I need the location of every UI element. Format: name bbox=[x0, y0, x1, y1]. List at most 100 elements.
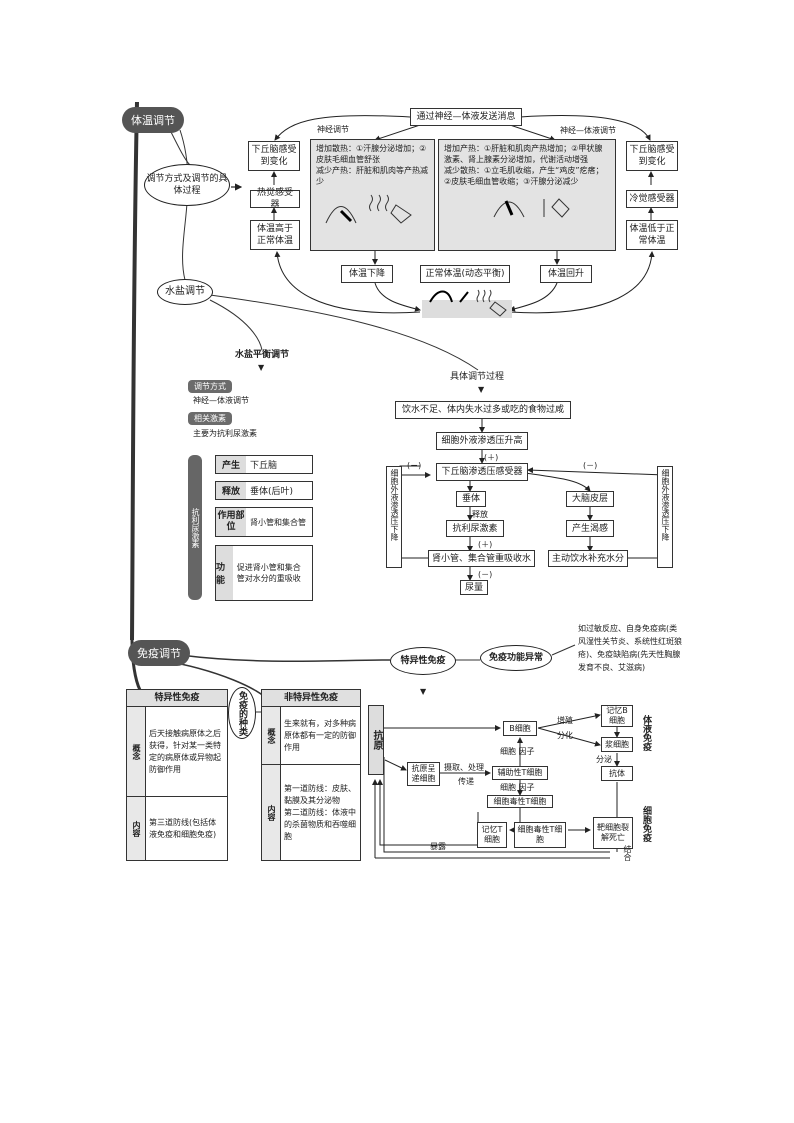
right-feedback-text: 细胞外液渗透压下降 bbox=[661, 469, 670, 541]
drink-box: 主动饮水补充水分 bbox=[548, 550, 628, 567]
adh-row-label: 功能 bbox=[216, 546, 233, 600]
temp-regulation-node: 体温调节 bbox=[122, 107, 184, 133]
skin-cold-icon bbox=[444, 189, 610, 219]
temp-up-box: 体温回升 bbox=[540, 265, 592, 283]
plus-label-2: (＋) bbox=[478, 540, 493, 549]
nonspecific-concept-text: 生来就有，对多种病原体都有一定的防御作用 bbox=[280, 706, 361, 765]
transfer-label: 传递 bbox=[458, 777, 474, 786]
adh-row-target: 作用部位 肾小管和集合管 bbox=[215, 507, 313, 537]
nonspecific-table-header: 非特异性免疫 bbox=[261, 689, 361, 707]
osmotic-rise-box: 细胞外液渗透压升高 bbox=[436, 432, 528, 450]
urine-box: 尿量 bbox=[460, 580, 488, 595]
release-label: 释放 bbox=[472, 510, 488, 519]
immune-regulation-node: 免疫调节 bbox=[128, 640, 190, 666]
cytokine-label-2: 细胞 因子 bbox=[500, 783, 535, 792]
hormone-value: 主要为抗利尿激素 bbox=[193, 429, 257, 438]
differentiate-label: 分化 bbox=[557, 731, 573, 740]
b-cell-box: B细胞 bbox=[503, 721, 537, 736]
right-feedback-box: 细胞外液渗透压下降 bbox=[657, 466, 673, 568]
osmoreceptor-box: 下丘脑渗透压感受器 bbox=[436, 463, 528, 481]
temp-low-box: 体温低于正常体温 bbox=[626, 220, 678, 250]
temp-high-box: 体温高于正常体温 bbox=[250, 220, 300, 250]
adh-side-text: 抗利尿激素 bbox=[191, 507, 200, 548]
minus-label-3: (－) bbox=[583, 461, 598, 470]
adh-row-value: 肾小管和集合管 bbox=[250, 517, 306, 527]
reabsorb-box: 肾小管、集合管重吸收水 bbox=[428, 550, 535, 567]
method-tag: 调节方式 bbox=[188, 380, 232, 393]
hormone-tag: 相关激素 bbox=[188, 412, 232, 425]
adh-row-value: 促进肾小管和集合管对水分的重吸收 bbox=[236, 563, 301, 583]
nonspecific-content-text: 第一道防线：皮肤、黏膜及其分泌物 第二道防线：体液中的杀菌物质和吞噬细胞 bbox=[280, 764, 361, 861]
left-hypothalamus-box: 下丘脑感受到变化 bbox=[248, 141, 300, 171]
specific-immunity-table: 特异性免疫 概念后天接触病原体之后获得，针对某一类特定的病原体或异物起防御作用 … bbox=[126, 689, 228, 861]
method-oval: 调节方式及调节的具体过程 bbox=[144, 164, 230, 206]
nonspecific-concept-header: 概念 bbox=[261, 706, 281, 765]
neural-label: 神经调节 bbox=[317, 125, 349, 134]
nonspecific-content-header: 内容 bbox=[261, 764, 281, 861]
target-cell-box: 靶细胞裂解死亡 bbox=[593, 817, 633, 849]
memory-b-box: 记忆B细胞 bbox=[601, 705, 633, 727]
heat-loss-box: 增加散热：①汗腺分泌增加；②皮肤毛细血管舒张 减少产热：肝脏和肌肉等产热减少 bbox=[310, 139, 435, 251]
secrete-label: 分泌 bbox=[596, 755, 612, 764]
right-hypothalamus-box: 下丘脑感受到变化 bbox=[626, 141, 678, 171]
left-feedback-text: 细胞外液渗透压下降 bbox=[390, 469, 399, 541]
ctl2-box: 细胞毒性T细胞 bbox=[514, 822, 566, 848]
skin-sweat-icon bbox=[316, 193, 429, 227]
apc-box: 抗原呈递细胞 bbox=[407, 762, 440, 786]
adh-row-function: 功能 促进肾小管和集合管对水分的重吸收 bbox=[215, 545, 313, 601]
antibody-box: 抗体 bbox=[601, 766, 633, 781]
water-balance-arrow-icon: ▼ bbox=[258, 363, 265, 372]
process-cause-box: 饮水不足、体内失水过多或吃的食物过咸 bbox=[395, 401, 571, 419]
minus-label-2: (－) bbox=[407, 461, 422, 470]
top-message-box: 通过神经—体液发送消息 bbox=[410, 108, 522, 126]
heat-gain-text: 增加产热：①肝脏和肌肉产热增加；②甲状腺激素、肾上腺素分泌增加，代谢活动增强 减… bbox=[444, 144, 604, 186]
immune-types-text: 免疫的种类 bbox=[237, 690, 247, 736]
cytokine-label-1: 细胞 因子 bbox=[500, 747, 535, 756]
bind-label: 结合 bbox=[623, 845, 632, 861]
water-regulation-node: 水盐调节 bbox=[157, 279, 213, 305]
minus-label-1: (－) bbox=[478, 570, 493, 579]
immune-types-oval: 免疫的种类 bbox=[228, 687, 256, 739]
water-balance-title: 水盐平衡调节 bbox=[235, 350, 290, 360]
plasma-cell-box: 浆细胞 bbox=[601, 737, 633, 752]
nonspecific-immunity-table: 非特异性免疫 概念生来就有，对多种病原体都有一定的防御作用 内容第一道防线：皮肤… bbox=[261, 689, 361, 861]
thirst-box: 产生渴感 bbox=[566, 520, 614, 537]
memory-t-box: 记忆T细胞 bbox=[477, 822, 507, 848]
adh-row-value: 垂体(后叶) bbox=[250, 487, 294, 497]
normal-temp-box: 正常体温(动态平衡) bbox=[420, 265, 510, 283]
specific-concept-header: 概念 bbox=[126, 706, 146, 797]
adh-row-label: 作用部位 bbox=[216, 508, 246, 536]
neuro-humoral-label: 神经—体液调节 bbox=[560, 126, 616, 135]
heat-receptor-box: 热觉感受器 bbox=[250, 188, 300, 210]
heat-loss-text: 增加散热：①汗腺分泌增加；②皮肤毛细血管舒张 减少产热：肝脏和肌肉等产热减少 bbox=[316, 144, 428, 186]
adh-row-release: 释放 垂体(后叶) bbox=[215, 481, 313, 500]
cortex-box: 大脑皮层 bbox=[566, 491, 614, 507]
plus-label-1: (＋) bbox=[484, 453, 499, 462]
capture-label: 摄取、处理 bbox=[444, 763, 484, 772]
proliferate-label: 增殖 bbox=[557, 716, 573, 725]
method-value: 神经—体液调节 bbox=[193, 396, 249, 405]
ctl-box: 细胞毒性T细胞 bbox=[487, 795, 553, 808]
specific-immunity-oval: 特异性免疫 bbox=[390, 647, 456, 675]
helper-t-box: 辅助性T细胞 bbox=[492, 766, 548, 780]
pituitary-box: 垂体 bbox=[456, 491, 486, 507]
specific-content-text: 第三道防线(包括体液免疫和细胞免疫) bbox=[145, 796, 228, 861]
process-title: 具体调节过程 bbox=[450, 372, 505, 382]
cellular-immunity-label: 细胞免疫 bbox=[641, 806, 651, 842]
specific-concept-text: 后天接触病原体之后获得，针对某一类特定的病原体或异物起防御作用 bbox=[145, 706, 228, 797]
expose-label: 暴露 bbox=[430, 842, 446, 851]
cold-receptor-box: 冷觉感受器 bbox=[626, 190, 678, 208]
process-arrow-icon: ▼ bbox=[478, 385, 485, 394]
adh-row-label: 释放 bbox=[216, 482, 246, 499]
adh-row-label: 产生 bbox=[216, 456, 246, 473]
skin-illustration bbox=[420, 288, 515, 320]
humoral-immunity-label: 体液免疫 bbox=[641, 715, 651, 751]
adh-row-value: 下丘脑 bbox=[250, 461, 278, 471]
antigen-text: 抗原 bbox=[371, 730, 382, 750]
specific-arrow-icon: ▼ bbox=[420, 687, 427, 696]
specific-content-header: 内容 bbox=[126, 796, 146, 861]
specific-table-header: 特异性免疫 bbox=[126, 689, 228, 707]
adh-box: 抗利尿激素 bbox=[446, 520, 504, 537]
abnormal-oval: 免疫功能异常 bbox=[480, 645, 552, 671]
antigen-box: 抗原 bbox=[368, 705, 384, 775]
